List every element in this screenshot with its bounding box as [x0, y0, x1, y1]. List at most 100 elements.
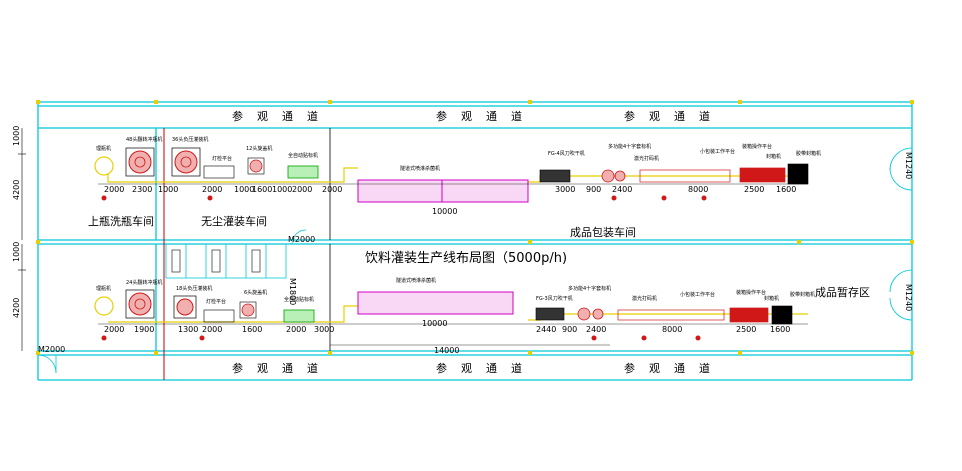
- top-unscrambler: [94, 156, 114, 176]
- bottom-light-inspect-label: 灯检平台: [206, 298, 226, 305]
- production-line-bottom: 理瓶机 24头翻转冲瓶机 18头负压灌装机 灯检平台 6头旋盖机 全自动贴标机 …: [94, 277, 815, 325]
- top-palletizer-label: 胶带封箱机: [796, 150, 821, 157]
- dim-left-top-b: 4200: [12, 180, 21, 200]
- bottom-capper: [239, 301, 257, 319]
- top-capper: [247, 157, 265, 175]
- door-m1800: M1800: [288, 278, 297, 305]
- building-walls: [37, 101, 913, 381]
- hall-upper-wash: 上瓶洗瓶车间: [88, 214, 154, 228]
- top-light-inspect: [203, 165, 235, 179]
- bottom-light-inspect: [203, 309, 235, 323]
- top-coder-label: 激光打码机: [634, 155, 659, 162]
- top-sterilizer: [357, 179, 529, 203]
- bottom-shrink-platform-label: 装箱操作平台: [736, 289, 766, 296]
- hall-finished-storage: 成品暂存区: [815, 285, 870, 299]
- bottom-dim-8: 2440: [536, 325, 556, 334]
- dim-left-bottom-b: 4200: [12, 298, 21, 318]
- top-shrink-platform: [739, 167, 786, 183]
- top-packing-platform-label: 小包装工作平台: [700, 148, 735, 155]
- top-palletizer: [787, 163, 809, 185]
- dim-left-bottom-a: 1000: [12, 242, 21, 262]
- bottom-rinser-label: 24头翻转冲瓶机: [126, 279, 162, 286]
- wall-markers: [36, 100, 914, 355]
- buffer-room-block: [165, 243, 287, 279]
- bottom-rinser: [125, 289, 155, 319]
- top-carton-sealer-label: 封箱机: [766, 153, 781, 160]
- corridor-label-bottom-3: 参观通道: [624, 361, 724, 375]
- bottom-sterilizer-label: 隧道式喷淋杀菌机: [396, 277, 436, 284]
- top-dim-13: 8000: [688, 185, 708, 194]
- bottom-unscrambler: [94, 296, 114, 316]
- bottom-filler-label: 18头负压灌装机: [176, 285, 212, 292]
- door-m1240-bottom: M1240: [904, 284, 913, 311]
- top-dim-7: 2000: [292, 185, 312, 194]
- page-title: 饮料灌装生产线布局图（5000p/h): [365, 251, 567, 266]
- top-light-inspect-label: 灯检平台: [212, 155, 232, 162]
- bottom-shrink-platform: [729, 307, 769, 323]
- top-dim-2: 1000: [158, 185, 178, 194]
- door-m2000-center: M2000: [288, 235, 315, 244]
- corridor-label-bottom-2: 参观通道: [436, 361, 536, 375]
- bottom-dim-14: 14000: [434, 346, 459, 355]
- bottom-dim-5: 2000: [286, 325, 306, 334]
- bottom-dim-7: 10000: [422, 319, 447, 328]
- top-dim-5: 1600: [252, 185, 272, 194]
- top-line-dimensions: 2000 2300 1000 2000 1000 1600 1000 2000 …: [98, 183, 808, 216]
- bottom-dryer-label: FG-3风刀吹干机: [536, 295, 573, 302]
- bottom-coder-label: 激光打码机: [632, 295, 657, 302]
- bottom-capper-label: 6头旋盖机: [244, 289, 267, 296]
- corridor-labels: 参观通道 参观通道 参观通道 参观通道 参观通道 参观通道: [232, 109, 724, 375]
- corridor-label-top-1: 参观通道: [232, 109, 332, 123]
- bottom-dim-10: 2400: [586, 325, 606, 334]
- top-labeler: [287, 165, 319, 179]
- hall-finished-packing: 成品包装车间: [570, 225, 636, 239]
- corridor-label-top-2: 参观通道: [436, 109, 536, 123]
- bottom-sterilizer: [357, 291, 514, 315]
- top-packing-platform: [639, 169, 731, 183]
- bottom-dim-3: 2000: [202, 325, 222, 334]
- bottom-dim-6: 3000: [314, 325, 334, 334]
- dim-left-top-a: 1000: [12, 126, 21, 146]
- top-dryer-label: FG-4风刀吹干机: [548, 150, 585, 157]
- bottom-dim-12: 2500: [736, 325, 756, 334]
- bottom-labeler: [283, 309, 315, 323]
- hall-dust-free: 无尘灌装车间: [201, 214, 267, 228]
- top-capper-label: 12头旋盖机: [246, 145, 272, 152]
- bottom-palletizer-label: 胶带封箱机: [790, 291, 815, 298]
- top-dim-3: 2000: [202, 185, 222, 194]
- top-unscrambler-label: 理瓶机: [96, 145, 111, 152]
- top-dim-1: 2300: [132, 185, 152, 194]
- left-dimensions: 1000 4200 1000 4200: [12, 126, 26, 351]
- top-labeler-label: 全自动贴标机: [288, 152, 318, 159]
- bottom-packing-platform: [617, 309, 725, 321]
- hall-labels: 上瓶洗瓶车间 无尘灌装车间 成品包装车间 成品暂存区 饮料灌装生产线布局图（50…: [88, 214, 870, 299]
- bottom-packing-platform-label: 小包装工作平台: [680, 291, 715, 298]
- top-dim-4: 1000: [234, 185, 254, 194]
- doors: M2000 M2000 M1800 M1240 M1240: [37, 147, 913, 374]
- bottom-unscrambler-label: 理瓶机: [96, 285, 111, 292]
- top-rinser-label: 48头翻转冲瓶机: [126, 136, 162, 143]
- bottom-dim-0: 2000: [104, 325, 124, 334]
- bottom-dim-2: 1300: [178, 325, 198, 334]
- corridor-label-bottom-1: 参观通道: [232, 361, 332, 375]
- top-dim-11: 900: [586, 185, 601, 194]
- production-line-top: 理瓶机 48头翻转冲瓶机 36头负压灌装机 灯检平台 12头旋盖机 全自动贴标机…: [94, 136, 821, 203]
- top-dim-8: 2000: [322, 185, 342, 194]
- door-m1240-top: M1240: [904, 152, 913, 179]
- top-dim-12: 2400: [612, 185, 632, 194]
- top-dim-9: 10000: [432, 207, 457, 216]
- top-rinser: [125, 147, 155, 177]
- top-dim-10: 3000: [555, 185, 575, 194]
- bottom-sleeve-label: 多功能4十字套标机: [568, 285, 611, 292]
- door-m2000-left: M2000: [38, 345, 65, 354]
- top-dim-6: 1000: [272, 185, 292, 194]
- bottom-carton-sealer-label: 封箱机: [764, 295, 779, 302]
- top-dryer: [539, 169, 571, 183]
- bottom-palletizer: [771, 305, 793, 325]
- top-filler-label: 36头负压灌装机: [172, 136, 208, 143]
- bottom-sleeve: [577, 307, 591, 321]
- bottom-dim-11: 8000: [662, 325, 682, 334]
- position-markers: [101, 195, 707, 341]
- top-dim-14: 2500: [744, 185, 764, 194]
